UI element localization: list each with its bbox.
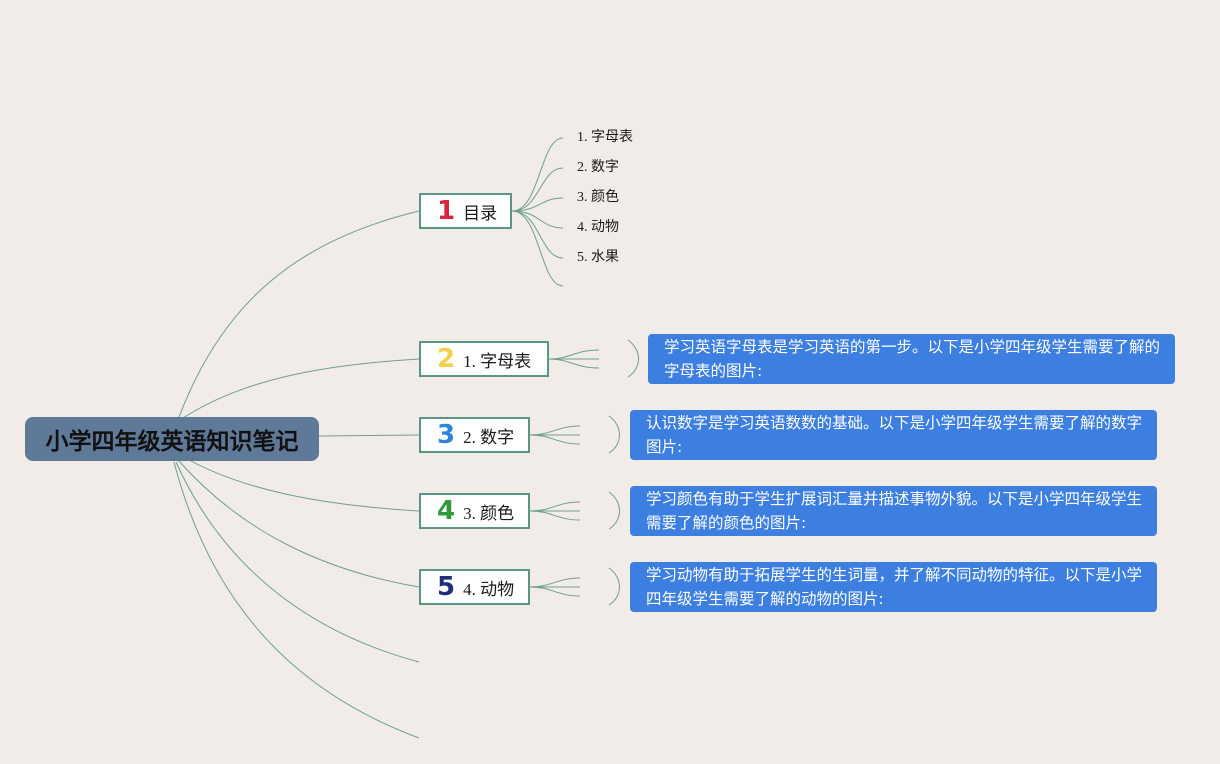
connector-root-empty-2 xyxy=(173,461,420,739)
note-animals-text: 学习动物有助于拓展学生的生词量，并了解不同动物的特征。以下是小学四年级学生需要了… xyxy=(646,566,1143,608)
root-topic-label: 小学四年级英语知识笔记 xyxy=(45,429,299,455)
root-topic[interactable]: 小学四年级英语知识笔记 xyxy=(25,417,319,461)
branch-toc[interactable]: 1 目录 xyxy=(419,193,512,229)
connector-toc-item-1 xyxy=(511,137,564,212)
note-alphabet[interactable]: 学习英语字母表是学习英语的第一步。以下是小学四年级学生需要了解的字母表的图片: xyxy=(648,334,1175,384)
note-colors-text: 学习颜色有助于学生扩展词汇量并描述事物外貌。以下是小学四年级学生需要了解的颜色的… xyxy=(646,490,1143,532)
branch-alphabet-label: 1. 字母表 xyxy=(463,351,532,371)
toc-item-fruits[interactable]: 5. 水果 xyxy=(577,250,619,265)
connector-root-colors xyxy=(179,454,420,512)
note-numbers[interactable]: 认识数字是学习英语数数的基础。以下是小学四年级学生需要了解的数字图片: xyxy=(630,410,1157,460)
branch-colors[interactable]: 4 3. 颜色 xyxy=(419,493,530,529)
toc-item-alphabet[interactable]: 1. 字母表 xyxy=(577,130,633,145)
note-colors[interactable]: 学习颜色有助于学生扩展词汇量并描述事物外貌。以下是小学四年级学生需要了解的颜色的… xyxy=(630,486,1157,536)
toc-item-animals[interactable]: 4. 动物 xyxy=(577,220,619,235)
connector-toc-item-2 xyxy=(511,167,564,212)
connector-root-empty-1 xyxy=(175,461,420,663)
connector-toc-item-4 xyxy=(511,210,564,229)
number-3-icon: 3 xyxy=(437,420,456,450)
connector-root-toc xyxy=(174,210,420,429)
note-animals[interactable]: 学习动物有助于拓展学生的生词量，并了解不同动物的特征。以下是小学四年级学生需要了… xyxy=(630,562,1157,612)
connector-toc-item-6 xyxy=(511,210,564,287)
toc-item-colors[interactable]: 3. 颜色 xyxy=(577,190,619,205)
note-alphabet-text: 学习英语字母表是学习英语的第一步。以下是小学四年级学生需要了解的字母表的图片: xyxy=(664,338,1161,380)
connector-root-alphabet xyxy=(179,358,420,421)
number-5-icon: 5 xyxy=(437,572,456,602)
branch-colors-label: 3. 颜色 xyxy=(463,503,515,523)
connector-toc-item-5 xyxy=(511,210,564,259)
branch-animals-label: 4. 动物 xyxy=(463,579,515,599)
branch-numbers-label: 2. 数字 xyxy=(463,427,515,447)
branch-toc-label: 目录 xyxy=(463,203,498,223)
number-2-icon: 2 xyxy=(437,344,456,374)
number-1-icon: 1 xyxy=(437,196,456,226)
connector-toc-item-3 xyxy=(511,197,564,212)
note-numbers-text: 认识数字是学习英语数数的基础。以下是小学四年级学生需要了解的数字图片: xyxy=(646,414,1143,456)
connector-root-animals xyxy=(177,459,420,588)
branch-animals[interactable]: 5 4. 动物 xyxy=(419,569,530,605)
number-4-icon: 4 xyxy=(437,496,456,526)
connector-root-numbers xyxy=(318,434,420,437)
branch-numbers[interactable]: 3 2. 数字 xyxy=(419,417,530,453)
toc-item-numbers[interactable]: 2. 数字 xyxy=(577,160,619,175)
branch-alphabet[interactable]: 2 1. 字母表 xyxy=(419,341,549,377)
